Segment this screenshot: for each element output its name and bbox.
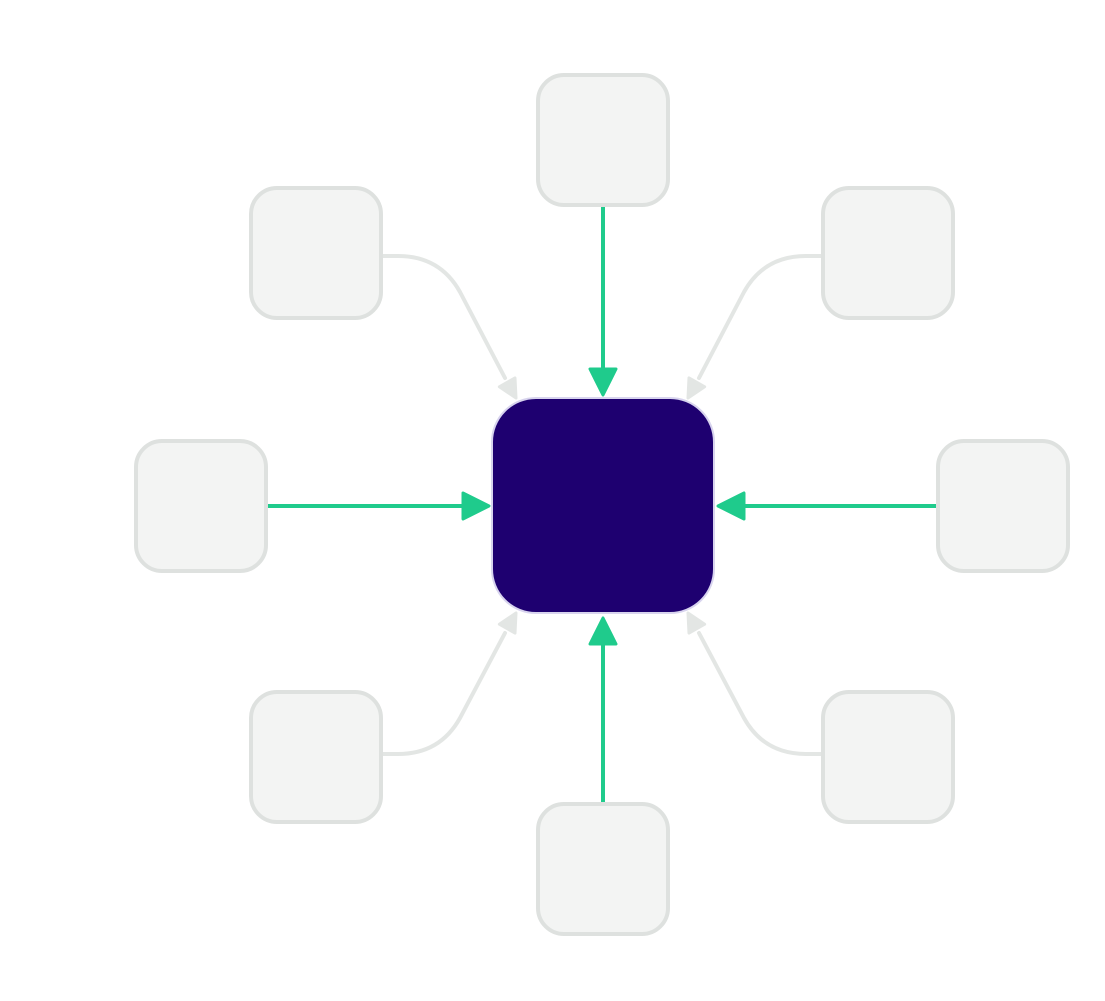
satellite-bottom-left-node[interactable] — [249, 690, 383, 824]
satellite-top-right-connector — [686, 254, 825, 400]
nodes — [134, 73, 1070, 936]
satellite-right-node[interactable] — [936, 439, 1070, 573]
satellite-top-left-connector-line — [379, 254, 507, 380]
central-hub-node[interactable] — [491, 397, 715, 614]
satellite-bottom-right-arrowhead-icon — [686, 611, 707, 635]
satellite-top-right-arrowhead-icon — [686, 376, 707, 400]
satellite-bottom-right-node[interactable] — [821, 690, 955, 824]
satellite-right-connector — [716, 491, 940, 521]
satellite-bottom-right-connector-line — [697, 631, 825, 756]
satellite-bottom-right-connector — [686, 611, 825, 756]
satellite-bottom-node[interactable] — [536, 802, 670, 936]
satellite-bottom-arrowhead-icon — [588, 616, 618, 646]
satellite-bottom-left-arrowhead-icon — [497, 611, 518, 635]
connectors — [266, 203, 940, 806]
satellite-top-left-node[interactable] — [249, 186, 383, 320]
satellite-top-connector — [588, 203, 618, 397]
satellite-left-connector — [266, 491, 491, 521]
satellite-bottom-left-connector — [379, 611, 518, 756]
satellite-top-right-connector-line — [697, 254, 825, 380]
satellite-top-arrowhead-icon — [588, 367, 618, 397]
satellite-top-left-connector — [379, 254, 518, 400]
satellite-bottom-left-connector-line — [379, 631, 507, 756]
satellite-right-arrowhead-icon — [716, 491, 746, 521]
satellite-top-node[interactable] — [536, 73, 670, 207]
satellite-bottom-connector — [588, 616, 618, 806]
satellite-top-right-node[interactable] — [821, 186, 955, 320]
satellite-left-arrowhead-icon — [461, 491, 491, 521]
satellite-top-left-arrowhead-icon — [497, 376, 518, 400]
satellite-left-node[interactable] — [134, 439, 268, 573]
